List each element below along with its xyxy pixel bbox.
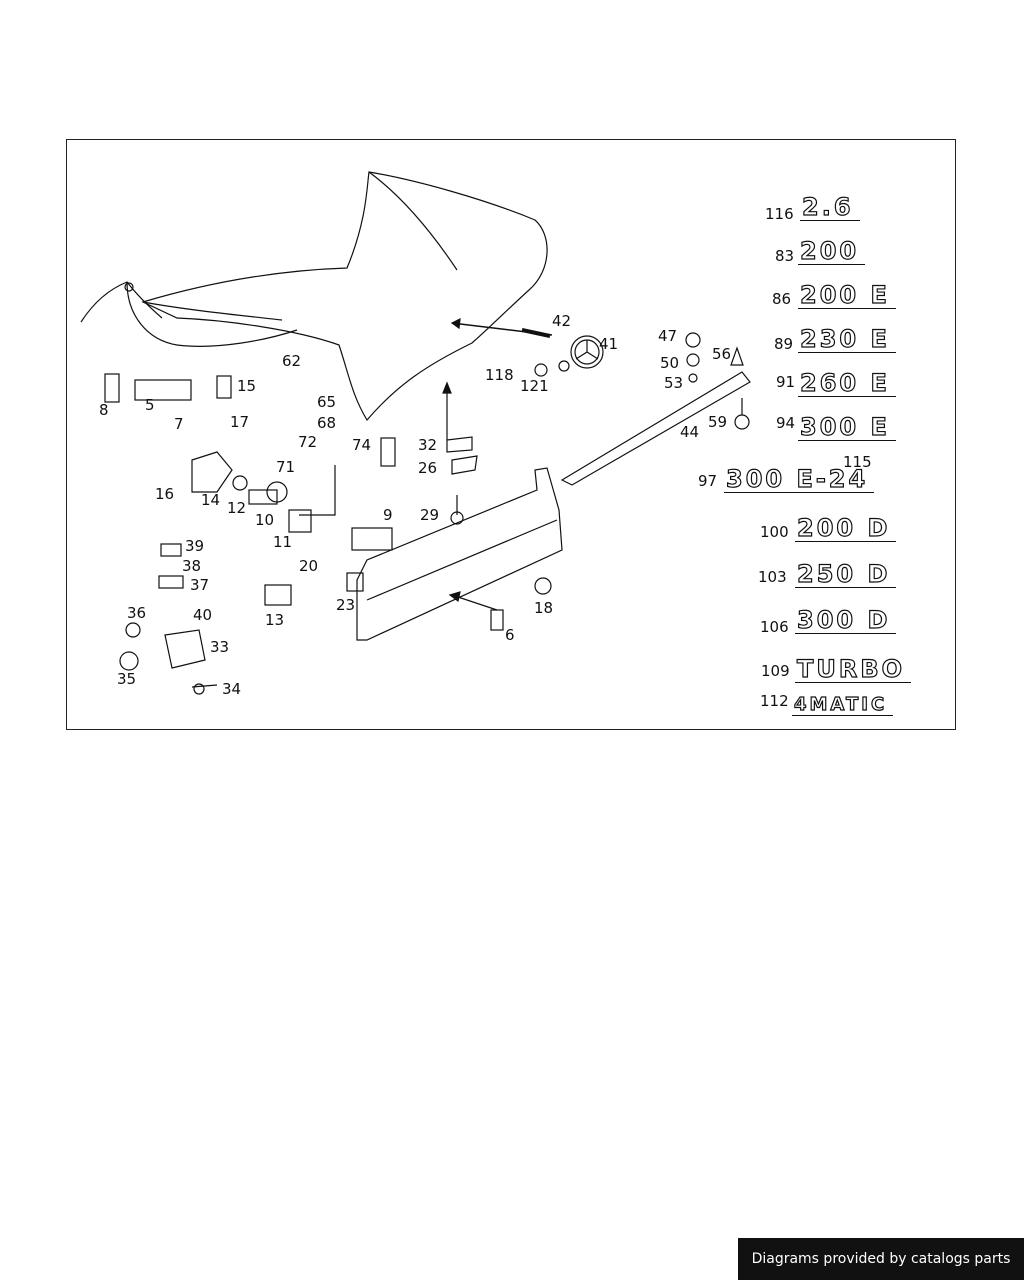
emblem-num-86: 86: [772, 290, 792, 308]
emblem-num-115: 115: [843, 453, 872, 471]
callout-42: 42: [552, 312, 572, 330]
callout-5: 5: [145, 396, 155, 414]
emblem-num-116: 116: [765, 205, 794, 223]
callout-74: 74: [352, 436, 372, 454]
emblem-num-106: 106: [760, 618, 789, 636]
callout-37: 37: [190, 576, 210, 594]
emblem-250d: 250 D: [795, 561, 897, 588]
callout-13: 13: [265, 611, 285, 629]
callout-47: 47: [658, 327, 678, 345]
callout-38: 38: [182, 557, 202, 575]
callout-53: 53: [664, 374, 684, 392]
trunk-lid: [141, 171, 548, 422]
emblem-2-6: 2.6: [800, 194, 860, 221]
callout-50: 50: [660, 354, 680, 372]
callout-6: 6: [505, 626, 515, 644]
star-emblem: [570, 335, 604, 369]
callout-59: 59: [708, 413, 728, 431]
callout-23: 23: [336, 596, 356, 614]
callout-33: 33: [210, 638, 230, 656]
callout-14: 14: [201, 491, 221, 509]
hinge-bracket: [134, 379, 192, 401]
callout-118: 118: [485, 366, 514, 384]
callout-10: 10: [255, 511, 275, 529]
emblem-4matic: 4MATIC: [792, 695, 894, 716]
parts-drawing: [80, 171, 751, 695]
callout-32: 32: [418, 436, 438, 454]
emblem-300e: 300 E: [798, 414, 896, 441]
callout-8: 8: [99, 401, 109, 419]
callout-35: 35: [117, 670, 137, 688]
callout-72: 72: [298, 433, 318, 451]
callout-41: 41: [599, 335, 619, 353]
callout-56: 56: [712, 345, 732, 363]
diagram-frame: [66, 139, 956, 730]
callout-18: 18: [534, 599, 554, 617]
callout-71: 71: [276, 458, 296, 476]
callout-16: 16: [155, 485, 175, 503]
emblem-300d: 300 D: [795, 607, 897, 634]
emblem-num-112: 112: [760, 692, 789, 710]
emblem-num-100: 100: [760, 523, 789, 541]
callout-36: 36: [127, 604, 147, 622]
emblem-num-103: 103: [758, 568, 787, 586]
rear-panel: [356, 467, 563, 641]
callout-44: 44: [680, 423, 700, 441]
callout-68: 68: [317, 414, 337, 432]
emblem-num-91: 91: [776, 373, 796, 391]
callout-20: 20: [299, 557, 319, 575]
emblem-260e: 260 E: [798, 370, 896, 397]
emblem-200: 200: [798, 238, 866, 265]
callout-15: 15: [237, 377, 257, 395]
callout-9: 9: [383, 506, 393, 524]
emblem-turbo: TURBO: [795, 656, 912, 683]
emblem-200d: 200 D: [795, 515, 897, 542]
callout-12: 12: [227, 499, 247, 517]
callout-11: 11: [273, 533, 293, 551]
emblem-num-83: 83: [775, 247, 795, 265]
footer-banner[interactable]: Diagrams provided by catalogs parts: [738, 1238, 1024, 1280]
callout-7: 7: [174, 415, 184, 433]
callout-29: 29: [420, 506, 440, 524]
emblem-num-97: 97: [698, 472, 718, 490]
emblem-num-89: 89: [774, 335, 794, 353]
callout-26: 26: [418, 459, 438, 477]
emblem-300e-24: 300 E-24: [724, 466, 875, 493]
emblem-200e: 200 E: [798, 282, 896, 309]
callout-40: 40: [193, 606, 213, 624]
callout-65: 65: [317, 393, 337, 411]
callout-34: 34: [222, 680, 242, 698]
emblem-num-94: 94: [776, 414, 796, 432]
callout-121: 121: [520, 377, 549, 395]
emblem-230e: 230 E: [798, 326, 896, 353]
emblem-num-109: 109: [761, 662, 790, 680]
chrome-strip: [560, 371, 751, 486]
callout-17: 17: [230, 413, 250, 431]
callout-62: 62: [282, 352, 302, 370]
cable: [80, 281, 298, 347]
callout-39: 39: [185, 537, 205, 555]
